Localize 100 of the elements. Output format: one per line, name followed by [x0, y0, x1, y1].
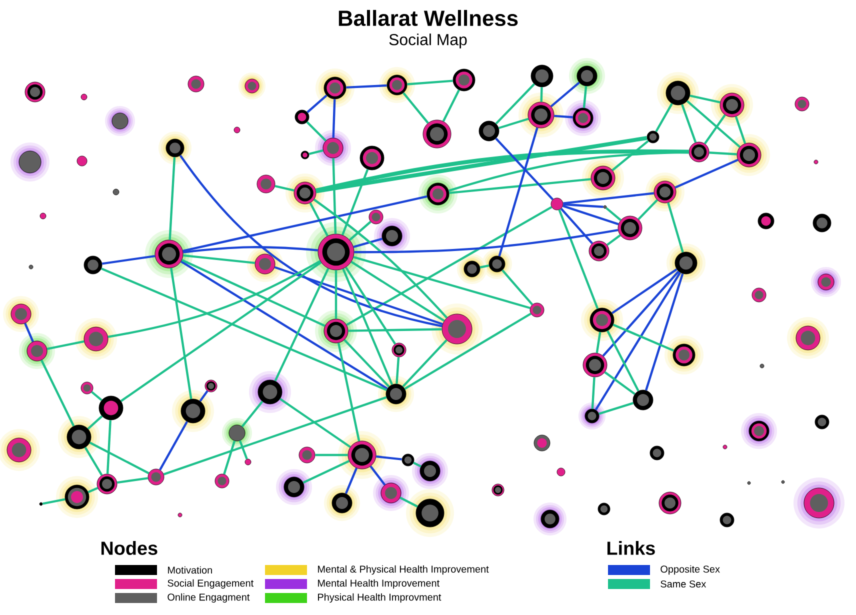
link-line — [170, 268, 192, 400]
network-node — [39, 502, 43, 506]
network-node — [752, 288, 766, 302]
network-node — [760, 364, 764, 368]
network-node — [572, 108, 594, 128]
legend-text: Same Sex — [660, 580, 706, 588]
network-node — [420, 460, 440, 482]
link-line — [376, 455, 402, 460]
link-line — [120, 261, 322, 402]
network-node — [442, 314, 472, 344]
network-node — [650, 446, 664, 460]
link-line — [611, 268, 678, 314]
link-line — [91, 391, 102, 402]
link-line — [223, 440, 236, 474]
network-node — [654, 180, 676, 204]
network-node — [603, 205, 607, 209]
link-line — [116, 477, 148, 484]
network-node — [214, 474, 230, 488]
link-line — [540, 87, 543, 102]
network-node — [26, 340, 48, 362]
network-node — [18, 150, 42, 174]
network-node — [258, 380, 282, 404]
network-node — [28, 264, 34, 270]
network-node — [590, 166, 616, 190]
link-line — [238, 440, 248, 460]
legend-text: Mental & Physical Health Improvement — [318, 565, 489, 575]
link-line — [348, 220, 372, 241]
network-node — [6, 438, 32, 462]
link-line — [306, 94, 328, 114]
link-line — [346, 84, 387, 89]
network-node — [598, 502, 610, 516]
link-line — [316, 136, 648, 194]
link-line — [558, 209, 599, 310]
link-line — [674, 158, 738, 188]
network-node — [814, 160, 818, 164]
legend-heading: Nodes — [101, 541, 158, 555]
link-line — [498, 127, 538, 256]
network-node — [488, 256, 506, 272]
link-line — [404, 312, 532, 390]
network-node — [166, 138, 184, 158]
network-node — [300, 150, 310, 160]
link-line — [709, 152, 737, 156]
network-node — [254, 254, 276, 274]
link-line — [638, 199, 658, 220]
link-line — [183, 254, 255, 264]
network-node — [452, 68, 476, 92]
link-line — [402, 339, 448, 388]
link-line — [402, 92, 429, 124]
link-line — [582, 86, 588, 108]
link-line — [681, 104, 697, 143]
link-line — [163, 396, 387, 476]
link-line — [309, 202, 329, 236]
network-node — [812, 214, 832, 232]
network-node — [796, 326, 820, 350]
link-line — [88, 487, 98, 494]
link-line — [495, 138, 554, 200]
network-node — [178, 512, 182, 518]
link-line — [407, 80, 453, 86]
network-node — [392, 342, 406, 358]
network-node — [666, 80, 690, 106]
link-line — [560, 208, 594, 244]
link-line — [598, 402, 634, 415]
link-line — [686, 100, 741, 148]
network-node — [576, 66, 598, 86]
link-line — [396, 357, 400, 384]
legend-text: Opposite Sex — [660, 565, 720, 575]
network-node — [386, 384, 406, 404]
link-line — [179, 154, 442, 328]
link-line — [667, 202, 684, 253]
network-node — [148, 468, 164, 486]
link-line — [279, 398, 351, 448]
network-node — [294, 182, 316, 204]
link-line — [353, 256, 530, 310]
legend-text: Motivation — [168, 566, 212, 574]
network-node — [298, 446, 316, 464]
network-node — [688, 142, 710, 162]
network-node — [658, 492, 682, 514]
network-node — [720, 512, 734, 528]
link-line — [502, 269, 534, 306]
network-node — [322, 138, 344, 158]
network-node — [590, 308, 614, 332]
network-node — [96, 474, 118, 494]
network-node — [794, 96, 810, 112]
link-line — [690, 94, 720, 104]
link-line — [306, 121, 327, 142]
network-node — [348, 440, 376, 470]
link-line — [334, 270, 338, 319]
network-node — [80, 94, 88, 100]
network-node — [180, 398, 206, 424]
link-line — [182, 195, 428, 252]
network-node — [416, 498, 444, 528]
network-node — [360, 146, 384, 170]
link-line — [413, 462, 422, 468]
link-line — [602, 270, 680, 357]
link-line — [591, 377, 596, 409]
network-node — [324, 318, 348, 344]
link-line — [594, 272, 682, 410]
network-node — [646, 130, 660, 144]
link-line — [354, 228, 618, 254]
link-line — [346, 206, 552, 326]
